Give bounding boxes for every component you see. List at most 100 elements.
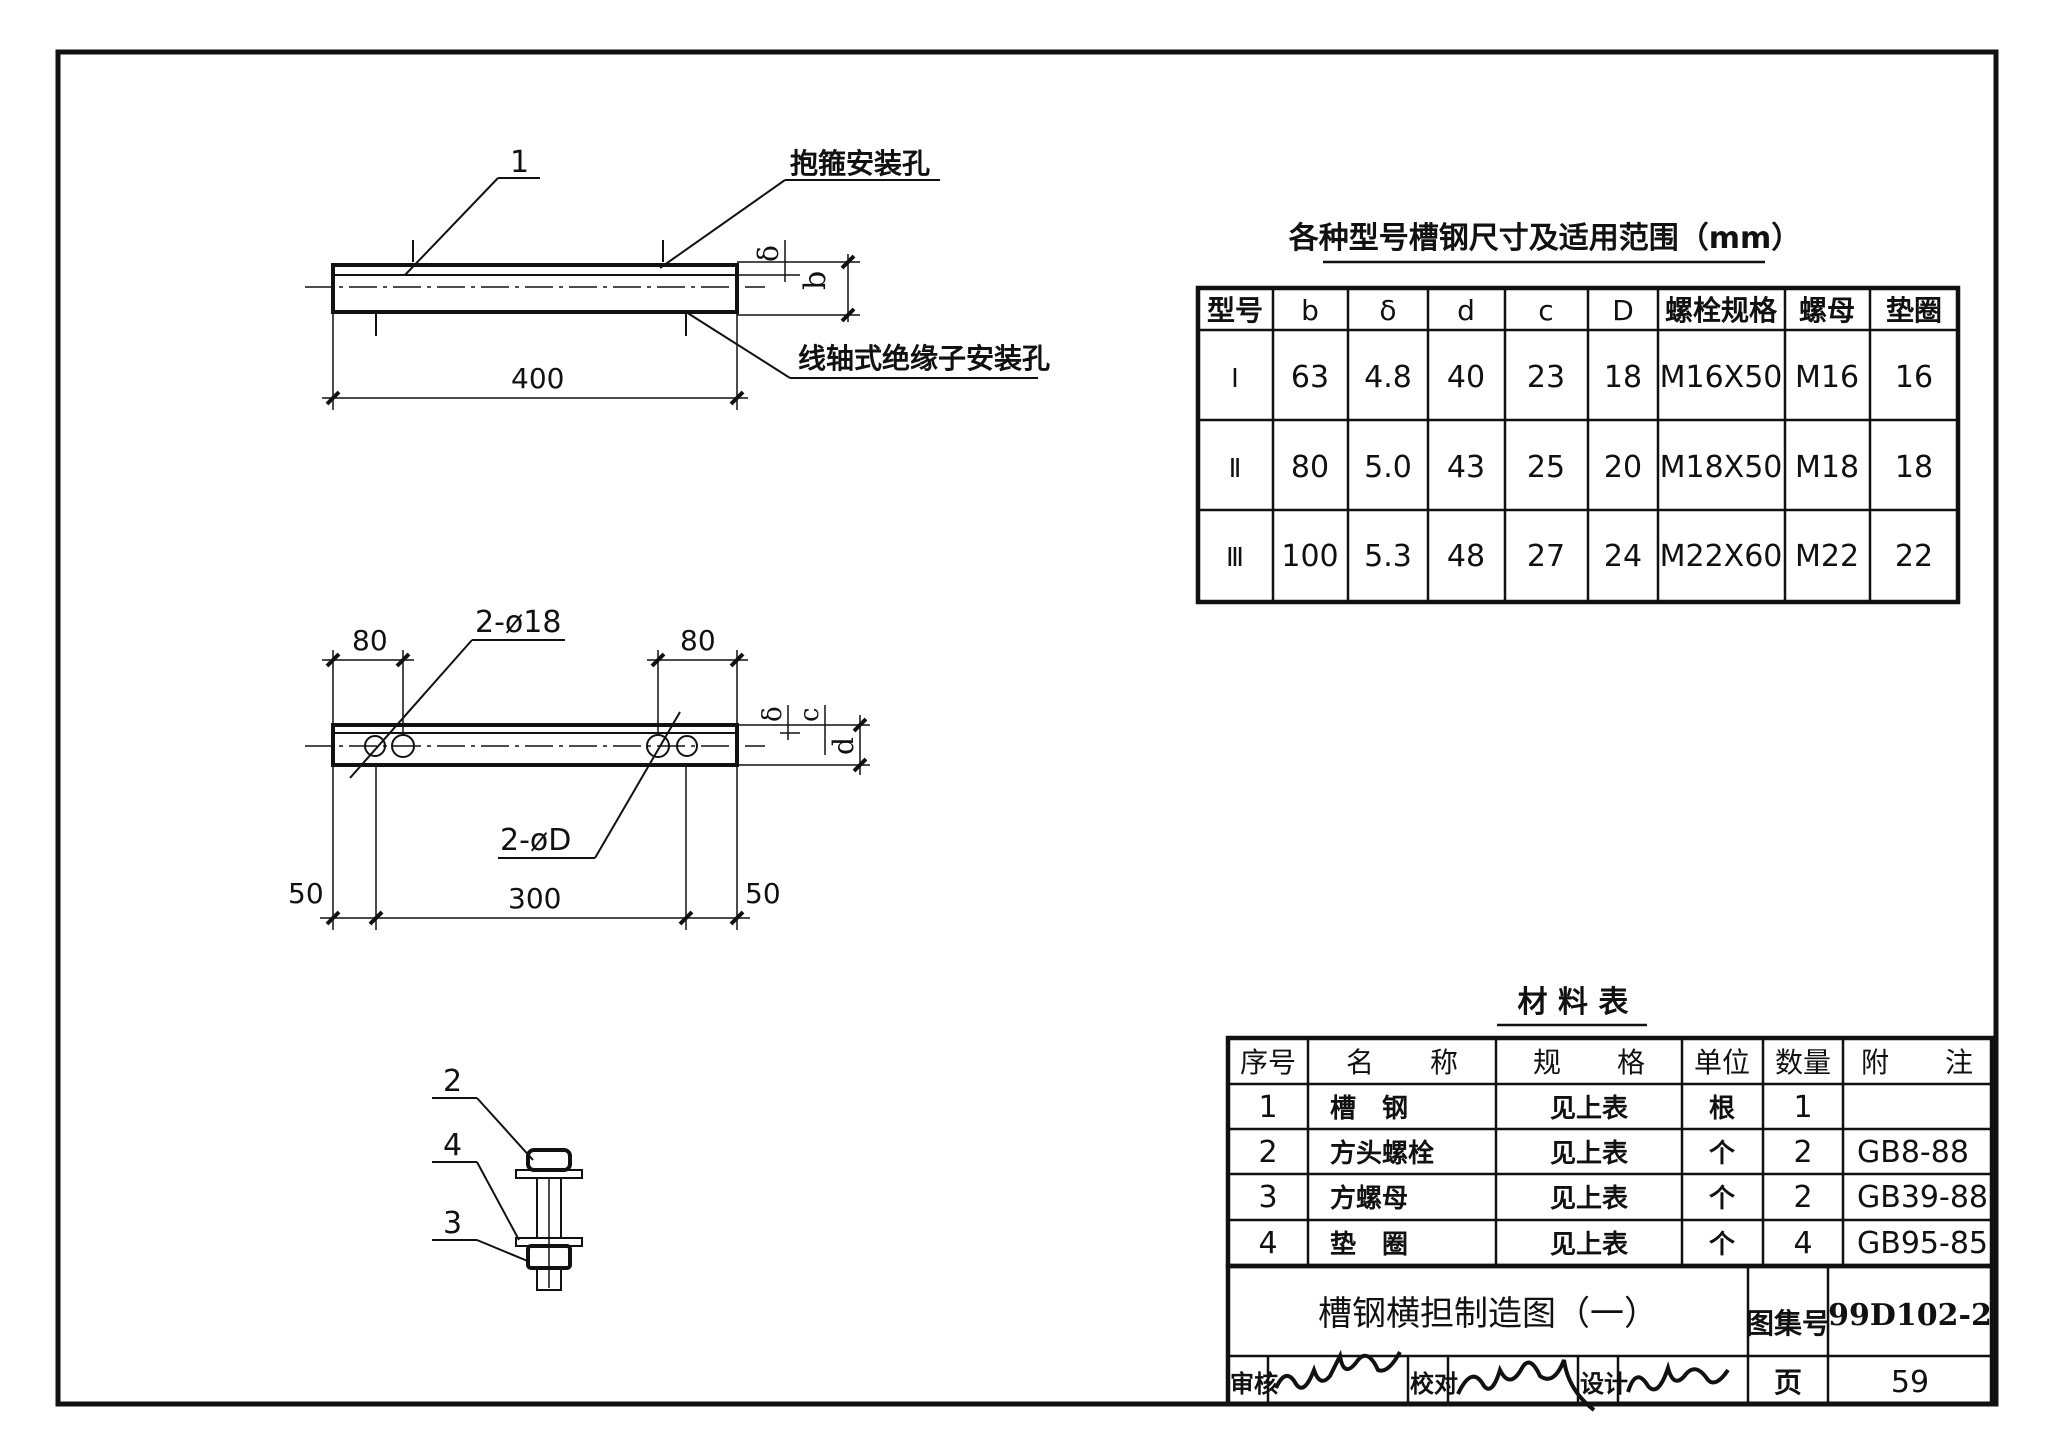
material-cell: 4 bbox=[1793, 1226, 1812, 1261]
spec-cell: Ⅱ bbox=[1229, 454, 1242, 484]
bolt-assembly-view: 2 4 3 bbox=[432, 1064, 583, 1291]
spec-cell: 100 bbox=[1281, 539, 1338, 574]
callout-insulator-holes: 线轴式绝缘子安装孔 bbox=[798, 342, 1050, 375]
spec-cell: 4.8 bbox=[1364, 360, 1412, 395]
material-cell: 垫 圈 bbox=[1330, 1230, 1408, 1260]
spec-cell: 5.3 bbox=[1364, 539, 1412, 574]
material-cell: 方螺母 bbox=[1330, 1183, 1408, 1214]
page-number: 59 bbox=[1891, 1365, 1929, 1400]
atlas-label: 图集号 bbox=[1746, 1307, 1830, 1340]
signature-design bbox=[1626, 1361, 1730, 1393]
dim-80-left: 80 bbox=[352, 624, 388, 657]
material-cell: 个 bbox=[1709, 1230, 1736, 1260]
dim-c: c bbox=[795, 707, 825, 722]
material-cell: 见上表 bbox=[1550, 1184, 1629, 1214]
spec-table-title: 各种型号槽钢尺寸及适用范围（mm） bbox=[1288, 221, 1802, 256]
material-cell: 1 bbox=[1258, 1090, 1277, 1125]
dim-delta-1: δ bbox=[752, 245, 785, 262]
dim-50-left: 50 bbox=[288, 877, 324, 910]
drawing-frame bbox=[55, 49, 1999, 1407]
label-holes-18: 2-ø18 bbox=[475, 605, 561, 640]
channel-plan-view: 80 80 2-ø18 2-øD 50 300 50 bbox=[288, 605, 870, 930]
dim-400: 400 bbox=[511, 362, 564, 395]
dim-b: b bbox=[798, 271, 833, 290]
spec-header-cell: δ bbox=[1379, 294, 1396, 327]
drawing-title: 槽钢横担制造图（一） bbox=[1318, 1294, 1658, 1334]
design-label: 设计 bbox=[1580, 1370, 1628, 1398]
material-header-cell: 规 格 bbox=[1533, 1046, 1645, 1079]
spec-cell: 25 bbox=[1527, 450, 1565, 485]
spec-cell: M22 bbox=[1795, 539, 1859, 574]
material-header-cell: 附 注 bbox=[1861, 1046, 1973, 1079]
spec-cell: 80 bbox=[1291, 450, 1329, 485]
spec-cell: Ⅰ bbox=[1231, 364, 1239, 394]
material-cell: 见上表 bbox=[1550, 1139, 1629, 1169]
material-cell: 方头螺栓 bbox=[1330, 1138, 1434, 1169]
callout-hoop-holes: 抱箍安装孔 bbox=[790, 147, 930, 180]
spec-cell: 20 bbox=[1604, 450, 1642, 485]
callout-washer-4: 4 bbox=[443, 1128, 462, 1163]
dim-delta-2: δ bbox=[758, 706, 788, 722]
spec-cell: 43 bbox=[1447, 450, 1485, 485]
spec-header-cell: 型号 bbox=[1207, 294, 1263, 327]
spec-cell: 18 bbox=[1895, 450, 1933, 485]
title-block: 槽钢横担制造图（一） 图集号 99D102-2 审核 校对 设计 页 59 bbox=[1225, 1263, 1995, 1412]
material-header-cell: 名 称 bbox=[1346, 1046, 1458, 1079]
spec-cell: 40 bbox=[1447, 360, 1485, 395]
material-cell: GB95-85 bbox=[1857, 1226, 1988, 1261]
spec-cell: M18 bbox=[1795, 450, 1859, 485]
material-header-cell: 序号 bbox=[1240, 1046, 1296, 1079]
callout-nut-3: 3 bbox=[443, 1206, 462, 1241]
label-holes-D: 2-øD bbox=[500, 823, 571, 858]
spec-cell: 22 bbox=[1895, 539, 1933, 574]
callout-bolt-2: 2 bbox=[443, 1064, 462, 1099]
material-cell: 槽 钢 bbox=[1330, 1094, 1408, 1124]
material-header-cell: 单位 bbox=[1694, 1046, 1750, 1079]
signature-review bbox=[1274, 1349, 1402, 1390]
spec-cell: M16 bbox=[1795, 360, 1859, 395]
dim-300: 300 bbox=[508, 882, 561, 915]
material-cell: 1 bbox=[1793, 1090, 1812, 1125]
dim-d: d bbox=[827, 737, 860, 755]
material-table-header: 序号 名 称 规 格 单位数量附 注 bbox=[1240, 1046, 1973, 1079]
material-cell: 3 bbox=[1258, 1180, 1277, 1215]
material-cell: 根 bbox=[1709, 1094, 1735, 1124]
callout-part-1: 1 bbox=[510, 145, 529, 180]
material-cell: 2 bbox=[1258, 1135, 1277, 1170]
material-cell: 2 bbox=[1793, 1180, 1812, 1215]
spec-cell: 16 bbox=[1895, 360, 1933, 395]
material-cell: 2 bbox=[1793, 1135, 1812, 1170]
spec-header-cell: 螺母 bbox=[1799, 294, 1855, 327]
material-table-title: 材 料 表 bbox=[1518, 985, 1629, 1020]
material-cell: 见上表 bbox=[1550, 1094, 1629, 1124]
spec-cell: 48 bbox=[1447, 539, 1485, 574]
material-cell: 个 bbox=[1709, 1184, 1736, 1214]
spec-cell: 5.0 bbox=[1364, 450, 1412, 485]
review-label: 审核 bbox=[1230, 1370, 1278, 1398]
check-label: 校对 bbox=[1410, 1370, 1458, 1398]
atlas-number: 99D102-2 bbox=[1828, 1298, 1992, 1333]
spec-cell: Ⅲ bbox=[1226, 543, 1244, 573]
spec-cell: M16X50 bbox=[1660, 360, 1783, 395]
spec-cell: 18 bbox=[1604, 360, 1642, 395]
signature-check bbox=[1456, 1359, 1596, 1412]
spec-cell: M22X60 bbox=[1660, 539, 1783, 574]
material-header-cell: 数量 bbox=[1775, 1046, 1831, 1079]
dim-80-right: 80 bbox=[680, 624, 716, 657]
channel-elevation-view: 1 抱箍安装孔 线轴式绝缘子安装孔 b δ 400 bbox=[305, 145, 1050, 410]
spec-cell: 63 bbox=[1291, 360, 1329, 395]
spec-header-cell: 垫圈 bbox=[1886, 294, 1942, 327]
dim-50-right: 50 bbox=[745, 877, 781, 910]
page-label: 页 bbox=[1774, 1366, 1802, 1399]
spec-header-cell: b bbox=[1301, 294, 1319, 327]
material-cell: 个 bbox=[1709, 1139, 1736, 1169]
material-cell: GB8-88 bbox=[1857, 1135, 1969, 1170]
spec-cell: 23 bbox=[1527, 360, 1565, 395]
spec-cell: M18X50 bbox=[1660, 450, 1783, 485]
